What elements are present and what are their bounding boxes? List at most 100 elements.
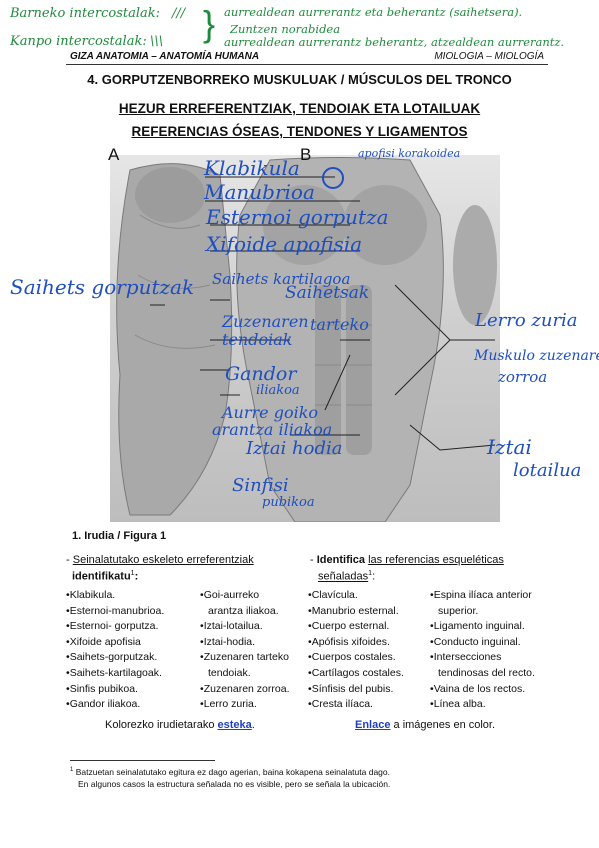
list-item: •Intersecciones (430, 651, 502, 664)
hw-label-rib-bodies: Saihets gorputzak (10, 275, 194, 299)
left-link-prefix: Kolorezko irudietarako (105, 719, 215, 731)
left-intro-line2: identifikatu1: (72, 570, 139, 583)
list-item: •Vaina de los rectos. (430, 682, 526, 695)
list-item: •Clavícula. (308, 589, 358, 601)
figure-caption: 1. Irudia / Figura 1 (72, 530, 167, 542)
hw-internal-direction-mark: /// (172, 6, 186, 21)
right-footnote-ref: 1 (368, 570, 373, 577)
hw-internal-direction-text: aurrealdean aurrerantz eta beherantz (sa… (224, 5, 523, 19)
left-list-col2: •Goi-aurreko arantza iliakoa. •Iztai-lot… (200, 588, 289, 713)
hw-label-iliac-crest-1: Gandor (225, 363, 297, 385)
color-images-link-es[interactable]: Enlace (355, 719, 391, 731)
hw-fiber-direction-label: Zuntzen norabidea (230, 22, 341, 36)
hw-brace-icon: } (203, 3, 216, 44)
section-title: 4. GORPUTZENBORREKO MUSKULUAK / MÚSCULOS… (87, 72, 512, 87)
list-item: •Lerro zuria. (200, 698, 257, 711)
footnote-line2: En algunos casos la estructura señalada … (78, 779, 391, 789)
page-header-right: MIOLOGIA – MIOLOGÍA (434, 51, 544, 62)
header-divider (66, 64, 548, 65)
list-item: •Esternoi- gorputza. (66, 620, 159, 633)
right-intro-signaled: señaladas (318, 570, 369, 583)
hw-external-intercostal-label: Kanpo intercostalak: (10, 34, 147, 49)
right-list-col1: •Clavícula. •Manubrio esternal. •Cuerpo … (308, 588, 404, 713)
hw-label-linea-alba: Lerro zuria (475, 310, 578, 331)
list-item: •Sínfisis del pubis. (308, 682, 394, 695)
hw-label-inguinal-canal: Iztai hodia (246, 438, 343, 459)
list-item: •Cuerpos costales. (308, 651, 396, 664)
hw-label-inguinal-lig-2: lotailua (513, 460, 582, 481)
hw-label-rectus-tendon-1: Zuzenaren (222, 312, 309, 331)
footnote-line1: 1 Batzuetan seinalatutako egitura ez dag… (70, 767, 390, 777)
list-item: •Sinfis pubikoa. (66, 682, 138, 695)
hw-label-rectus-tendon-mid: tarteko (310, 315, 369, 334)
hw-internal-intercostal-label: Barneko intercostalak: (10, 6, 161, 21)
subtitle-basque: HEZUR ERREFERENTZIAK, TENDOIAK ETA LOTAI… (118, 101, 481, 116)
list-item: •Iztai-lotailua. (200, 620, 263, 633)
hw-label-manubrium: Manubrioa (204, 180, 315, 204)
hw-external-direction-text: aurrealdean aurrerantz beherantz, atzeal… (224, 35, 565, 49)
hw-label-rectus-sheath-1: Muskulo zuzenaren (474, 348, 599, 364)
figure-label-b: B (300, 145, 312, 164)
list-item: •Cresta ilíaca. (308, 698, 373, 711)
list-item: •Goi-aurreko (200, 589, 260, 601)
hw-label-sternum-body: Esternoi gorputza (206, 205, 389, 229)
hw-label-symphysis-2: pubikoa (262, 495, 315, 510)
list-item: •Saihets-kartilagoak. (66, 666, 162, 679)
hw-label-clavicle: Klabikula (204, 156, 300, 180)
list-item: •Línea alba. (430, 698, 486, 711)
anatomy-figure (110, 155, 500, 523)
list-item: superior. (438, 604, 479, 617)
hw-label-inguinal-lig-1: Iztai (487, 435, 532, 459)
hw-label-iliac-crest-2: iliakoa (256, 383, 300, 398)
list-item: •Zuzenaren tarteko (200, 651, 289, 664)
left-list-col1: •Klabikula. •Esternoi-manubrioa. •Estern… (66, 588, 164, 713)
figure-label-a: A (108, 145, 120, 164)
hw-label-rectus-tendon-2: tendoiak (222, 330, 293, 349)
right-intro-text: las referencias esqueléticas (368, 554, 504, 566)
right-link-suffix: a imágenes en color. (393, 719, 496, 731)
color-images-link-eu[interactable]: esteka (217, 719, 252, 731)
list-item: •Xifoide apofisia (66, 635, 141, 648)
left-intro-line1: - Seinalatutako eskeleto erreferentziak (66, 554, 254, 566)
list-item: •Conducto inguinal. (430, 635, 521, 648)
list-item: •Cartílagos costales. (308, 666, 404, 679)
list-item: •Espina ilíaca anterior (430, 589, 532, 601)
hw-label-asis-2: arantza iliakoa (212, 420, 333, 439)
hw-external-direction-mark: \\\ (150, 34, 164, 49)
list-item: tendinosas del recto. (438, 666, 535, 679)
list-item: •Klabikula. (66, 589, 116, 601)
left-link-line: Kolorezko irudietarako esteka. (105, 719, 255, 731)
footnote-mark: 1 (70, 767, 74, 774)
list-item: •Zuzenaren zorroa. (200, 682, 290, 695)
left-footnote-ref: 1 (130, 570, 135, 577)
hw-label-coracoid: apofisi korakoidea (358, 147, 461, 160)
left-intro-verb: identifikatu (72, 570, 131, 583)
hw-label-symphysis-1: Sinfisi (232, 475, 289, 496)
right-intro-line2: señaladas1: (318, 570, 376, 583)
left-intro-text: Seinalatutako eskeleto erreferentziak (72, 554, 254, 566)
footnote-divider (70, 760, 215, 761)
page-header-left: GIZA ANATOMIA – ANATOMÍA HUMANA (70, 51, 260, 62)
list-item: •Apófisis xifoides. (308, 635, 390, 648)
list-item: •Esternoi-manubrioa. (66, 604, 165, 617)
right-intro-line1: - Identifica las referencias esquelética… (310, 554, 504, 566)
list-item: arantza iliakoa. (208, 604, 279, 617)
list-item: •Gandor iliakoa. (66, 698, 141, 711)
list-item: •Manubrio esternal. (308, 604, 399, 617)
hw-label-rectus-sheath-2: zorroa (498, 368, 548, 386)
right-list-col2: •Espina ilíaca anterior superior. •Ligam… (430, 588, 535, 713)
right-intro-verb: Identifica (316, 554, 366, 566)
list-item: •Saihets-gorputzak. (66, 651, 158, 664)
hw-label-costal-cartilage: Saihets kartilagoa (212, 270, 351, 288)
list-item: •Iztai-hodia. (200, 635, 256, 648)
subtitle-spanish: REFERENCIAS ÓSEAS, TENDONES Y LIGAMENTOS (131, 124, 468, 139)
footnote-text-eu: Batzuetan seinalatutako egitura ez dago … (75, 767, 390, 777)
list-item: •Ligamento inguinal. (430, 620, 525, 633)
hw-label-xiphoid: Xifoide apofisia (206, 232, 363, 256)
list-item: •Cuerpo esternal. (308, 620, 390, 633)
right-link-line: Enlace a imágenes en color. (355, 719, 495, 731)
hw-label-rib-bodies-text: Saihets gorputzak (10, 275, 195, 299)
list-item: tendoiak. (208, 666, 251, 679)
hw-label-asis-1: Aurre goiko (222, 403, 319, 422)
hw-label-ribs: Saihetsak (285, 283, 370, 303)
